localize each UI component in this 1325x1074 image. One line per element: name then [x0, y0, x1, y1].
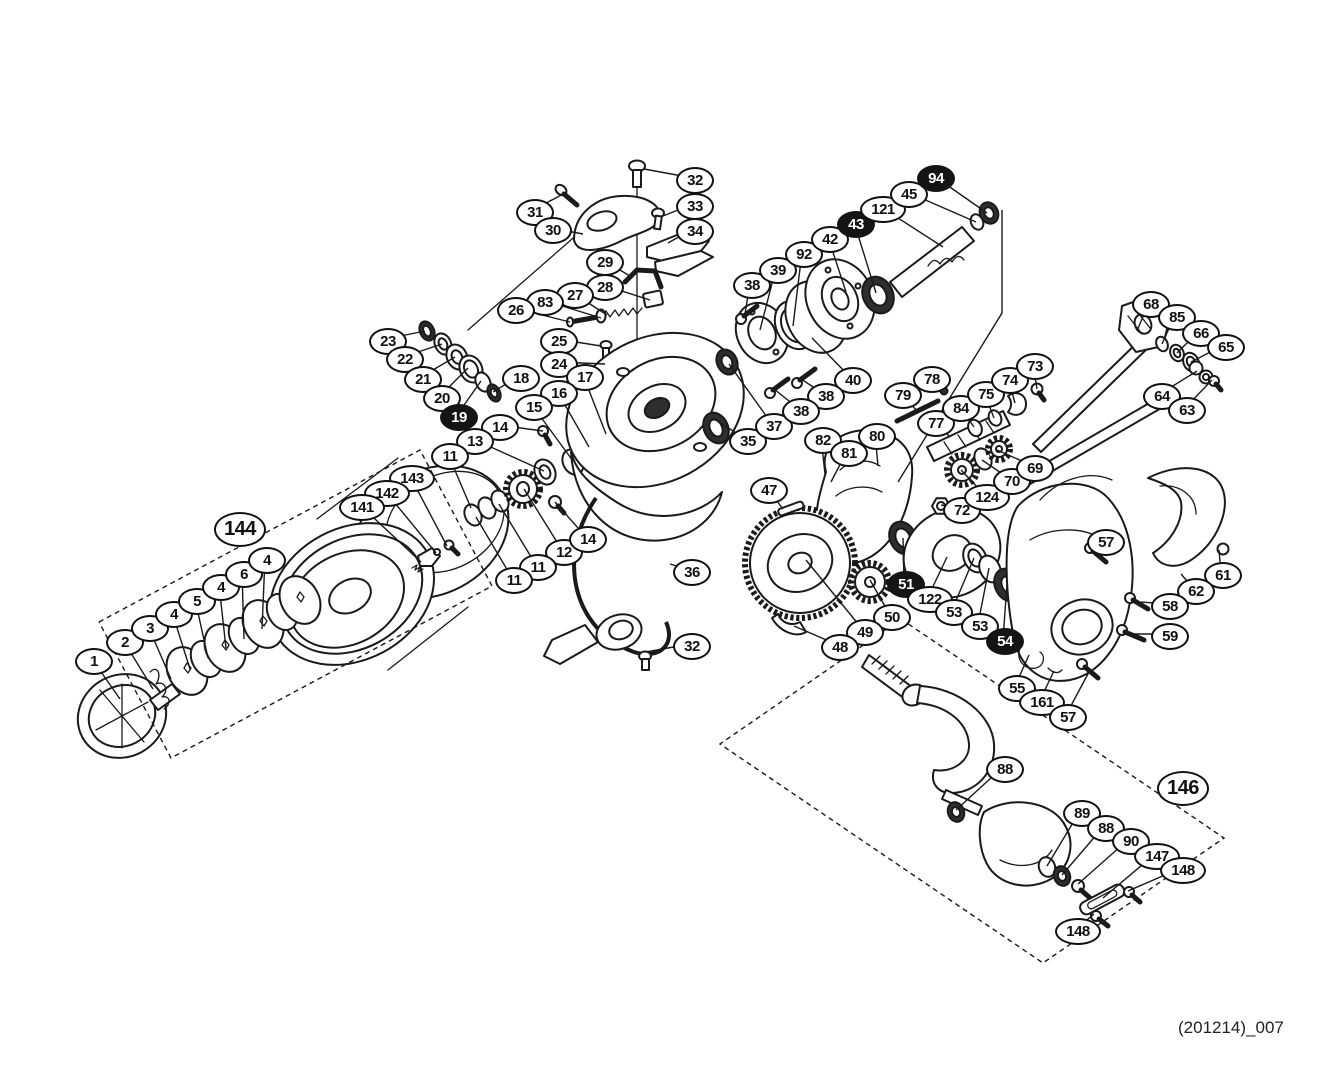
- bail-assembly: [554, 159, 714, 378]
- callout-65: 65: [1207, 333, 1245, 361]
- callout-4: 4: [155, 600, 193, 628]
- callout-11: 11: [431, 442, 469, 470]
- callout-94: 94: [917, 164, 955, 192]
- callout-24: 24: [540, 350, 578, 378]
- callout-18: 18: [502, 364, 540, 392]
- leader-line-49: [805, 559, 864, 631]
- callout-121: 121: [860, 195, 906, 223]
- callout-4: 4: [202, 573, 240, 601]
- drawing-number: (201214)_007: [1178, 1018, 1284, 1037]
- callout-6: 6: [225, 560, 263, 588]
- callout-88: 88: [986, 755, 1024, 783]
- callout-31: 31: [516, 198, 554, 226]
- callout-58: 58: [1151, 592, 1189, 620]
- callout-141: 141: [339, 493, 385, 521]
- callout-63: 63: [1168, 396, 1206, 424]
- callout-69: 69: [1016, 454, 1054, 482]
- callout-15: 15: [515, 393, 553, 421]
- callout-26: 26: [497, 296, 535, 324]
- handle-assembly: [861, 654, 1143, 929]
- callout-74: 74: [991, 366, 1029, 394]
- callout-90: 90: [1112, 827, 1150, 855]
- callout-54: 54: [986, 627, 1024, 655]
- callout-33: 33: [676, 192, 714, 220]
- callout-34: 34: [676, 217, 714, 245]
- callout-66: 66: [1182, 319, 1220, 347]
- callout-80: 80: [858, 422, 896, 450]
- callout-11: 11: [495, 566, 533, 594]
- callout-57: 57: [1087, 528, 1125, 556]
- callout-37: 37: [755, 412, 793, 440]
- callout-38: 38: [782, 397, 820, 425]
- callout-148: 148: [1055, 917, 1101, 945]
- callout-61: 61: [1204, 561, 1242, 589]
- callout-78: 78: [913, 365, 951, 393]
- callout-47: 47: [750, 476, 788, 504]
- callout-143: 143: [389, 464, 435, 492]
- callout-57: 57: [1049, 703, 1087, 731]
- callout-72: 72: [943, 496, 981, 524]
- body-cover-right: [1005, 467, 1230, 682]
- callout-32: 32: [673, 632, 711, 660]
- callout-29: 29: [586, 248, 624, 276]
- callout-49: 49: [846, 618, 884, 646]
- callout-32: 32: [676, 166, 714, 194]
- callout-42: 42: [811, 225, 849, 253]
- callout-1: 1: [75, 647, 113, 675]
- callout-53: 53: [961, 612, 999, 640]
- callout-19: 19: [440, 403, 478, 431]
- callout-161: 161: [1019, 688, 1065, 716]
- callout-16: 16: [540, 379, 578, 407]
- callout-14: 14: [569, 525, 607, 553]
- callout-22: 22: [386, 345, 424, 373]
- spool-assembly: [76, 457, 510, 759]
- callout-48: 48: [821, 633, 859, 661]
- callout-36: 36: [673, 558, 711, 586]
- callout-11: 11: [519, 553, 557, 581]
- handle-assembly-box: [718, 618, 1226, 964]
- callout-4: 4: [248, 546, 286, 574]
- callout-20: 20: [423, 384, 461, 412]
- callout-38: 38: [807, 382, 845, 410]
- drive-train: [742, 382, 1047, 636]
- callout-43: 43: [837, 210, 875, 238]
- callout-146: 146: [1157, 770, 1209, 806]
- callout-148: 148: [1160, 856, 1206, 884]
- callout-30: 30: [534, 216, 572, 244]
- callout-73: 73: [1016, 352, 1054, 380]
- callout-13: 13: [456, 427, 494, 455]
- bearing-stack: [418, 320, 502, 403]
- callout-79: 79: [884, 381, 922, 409]
- callout-59: 59: [1151, 622, 1189, 650]
- callout-144: 144: [214, 511, 266, 547]
- rotor-assembly: [543, 201, 1000, 671]
